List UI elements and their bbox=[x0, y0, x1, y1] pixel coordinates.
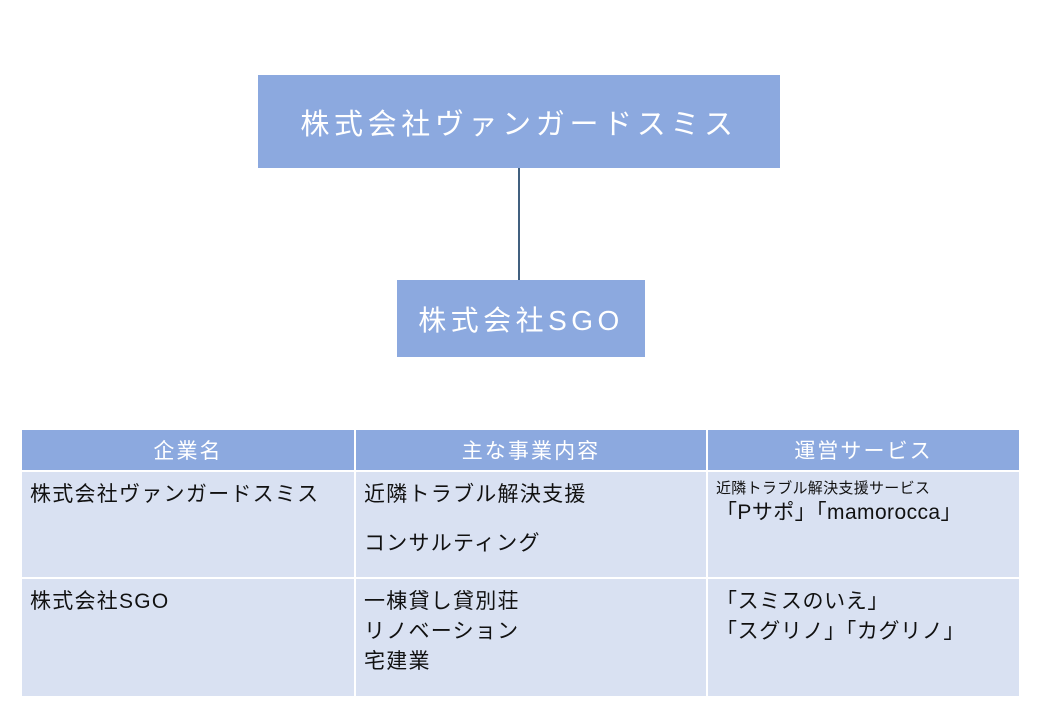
business-line: 一棟貸し貸別荘 bbox=[364, 590, 520, 613]
cell-services: 近隣トラブル解決支援サービス 「Pサポ」「mamorocca」 bbox=[707, 470, 1019, 578]
org-connector-line bbox=[518, 168, 520, 281]
business-line: リノベーション bbox=[364, 619, 520, 643]
org-box-parent-label: 株式会社ヴァンガードスミス bbox=[300, 108, 738, 141]
service-names: 「Pサポ」「mamorocca」 bbox=[716, 500, 962, 524]
cell-services: 「スミスのいえ」 「スグリノ」「カグリノ」 bbox=[707, 577, 1019, 696]
org-box-parent[interactable]: 株式会社ヴァンガードスミス bbox=[258, 75, 780, 168]
cell-company: 株式会社ヴァンガードスミス bbox=[22, 470, 356, 578]
org-box-child[interactable]: 株式会社SGO bbox=[397, 280, 645, 357]
business-line-spacer bbox=[364, 510, 706, 529]
cell-company: 株式会社SGO bbox=[22, 577, 356, 696]
table-row: 株式会社ヴァンガードスミス 近隣トラブル解決支援 コンサルティング 近隣トラブル… bbox=[22, 470, 1019, 578]
column-header-services: 運営サービス bbox=[707, 430, 1019, 471]
column-header-company: 企業名 bbox=[22, 430, 356, 471]
business-line: 近隣トラブル解決支援 bbox=[364, 483, 587, 506]
table-row: 株式会社SGO 一棟貸し貸別荘 リノベーション 宅建業 「スミスのいえ」 「スグ… bbox=[22, 577, 1019, 696]
org-box-child-label: 株式会社SGO bbox=[418, 304, 624, 336]
service-note: 近隣トラブル解決支援サービス bbox=[716, 480, 931, 497]
service-names: 「スミスのいえ」 bbox=[716, 590, 890, 613]
column-header-business: 主な事業内容 bbox=[355, 430, 708, 471]
business-line: 宅建業 bbox=[364, 649, 431, 673]
business-line: コンサルティング bbox=[364, 531, 541, 555]
company-info-table: 企業名 主な事業内容 運営サービス 株式会社ヴァンガードスミス 近隣トラブル解決… bbox=[22, 430, 1019, 696]
service-names: 「スグリノ」「カグリノ」 bbox=[716, 619, 966, 643]
cell-business: 一棟貸し貸別荘 リノベーション 宅建業 bbox=[355, 577, 708, 696]
table-header-row: 企業名 主な事業内容 運営サービス bbox=[22, 430, 1019, 471]
cell-business: 近隣トラブル解決支援 コンサルティング bbox=[355, 470, 708, 578]
